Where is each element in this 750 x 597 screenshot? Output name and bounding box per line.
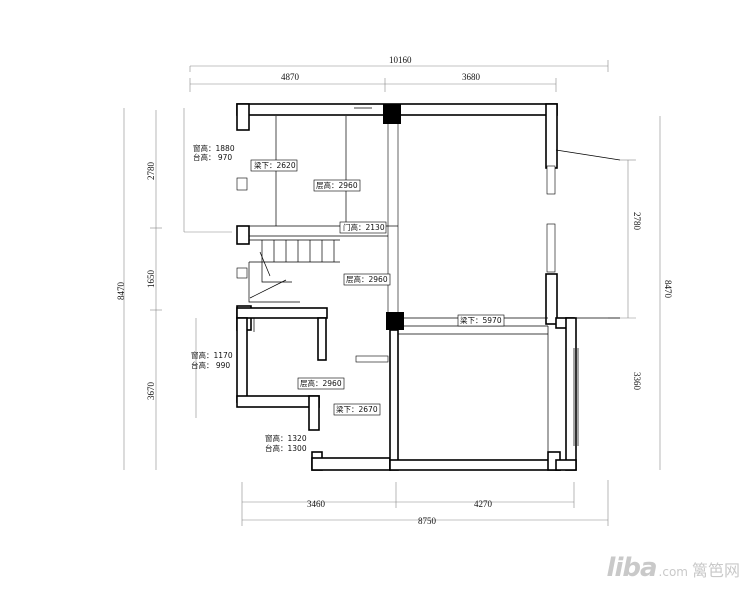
label-beam-2: 梁下：5970 [460,316,502,325]
label-window-height-3: 窗高：1320 [265,433,307,443]
label-floor-height-2: 层高：2960 [346,274,388,284]
label-window-height-1: 窗高：1880 [193,143,235,153]
dim-left-lower: 3670 [146,382,156,401]
walls [236,103,579,471]
dim-bottom-left: 3460 [307,499,326,509]
label-sill-height-3: 台高：1300 [265,443,307,453]
label-beam-1: 梁下：2620 [254,161,296,170]
annotation-labels: 窗高：1880 台高： 970 梁下：2620 层高：2960 门高：2130 … [191,143,505,453]
watermark-site-name: 篱笆网 [691,561,740,580]
label-door-height: 门高：2130 [343,222,385,232]
label-window-height-2: 窗高：1170 [191,350,233,360]
staircase [248,239,340,303]
dim-bottom-right: 4270 [474,499,493,509]
label-floor-height-3: 层高：2960 [300,378,342,388]
label-sill-height-1: 台高： 970 [193,152,232,162]
dim-top-left: 4870 [281,72,300,82]
dim-left-upper: 2780 [146,162,156,181]
dim-right-lower: 3360 [632,372,642,391]
dim-top-total: 10160 [389,55,412,65]
dimension-lines [123,60,661,526]
dim-right-total: 8470 [663,280,673,299]
label-sill-height-2: 台高： 990 [191,360,230,370]
dim-bottom-total: 8750 [418,516,437,526]
dim-right-upper: 2780 [632,212,642,231]
interior-lines [249,107,621,332]
column-middle [386,312,404,330]
watermark-domain: .com [658,565,688,579]
dimension-text: 10160 4870 3680 3460 4270 8750 8470 2780… [116,55,673,526]
dim-left-middle: 1650 [146,270,156,289]
watermark-logo: liba [606,553,658,583]
column-top [383,104,401,124]
dim-top-right: 3680 [462,72,481,82]
label-beam-3: 梁下：2670 [336,405,378,414]
label-floor-height-1: 层高：2960 [316,180,358,190]
dim-left-total: 8470 [116,282,126,301]
watermark: liba .com 篱笆网 [607,553,740,583]
